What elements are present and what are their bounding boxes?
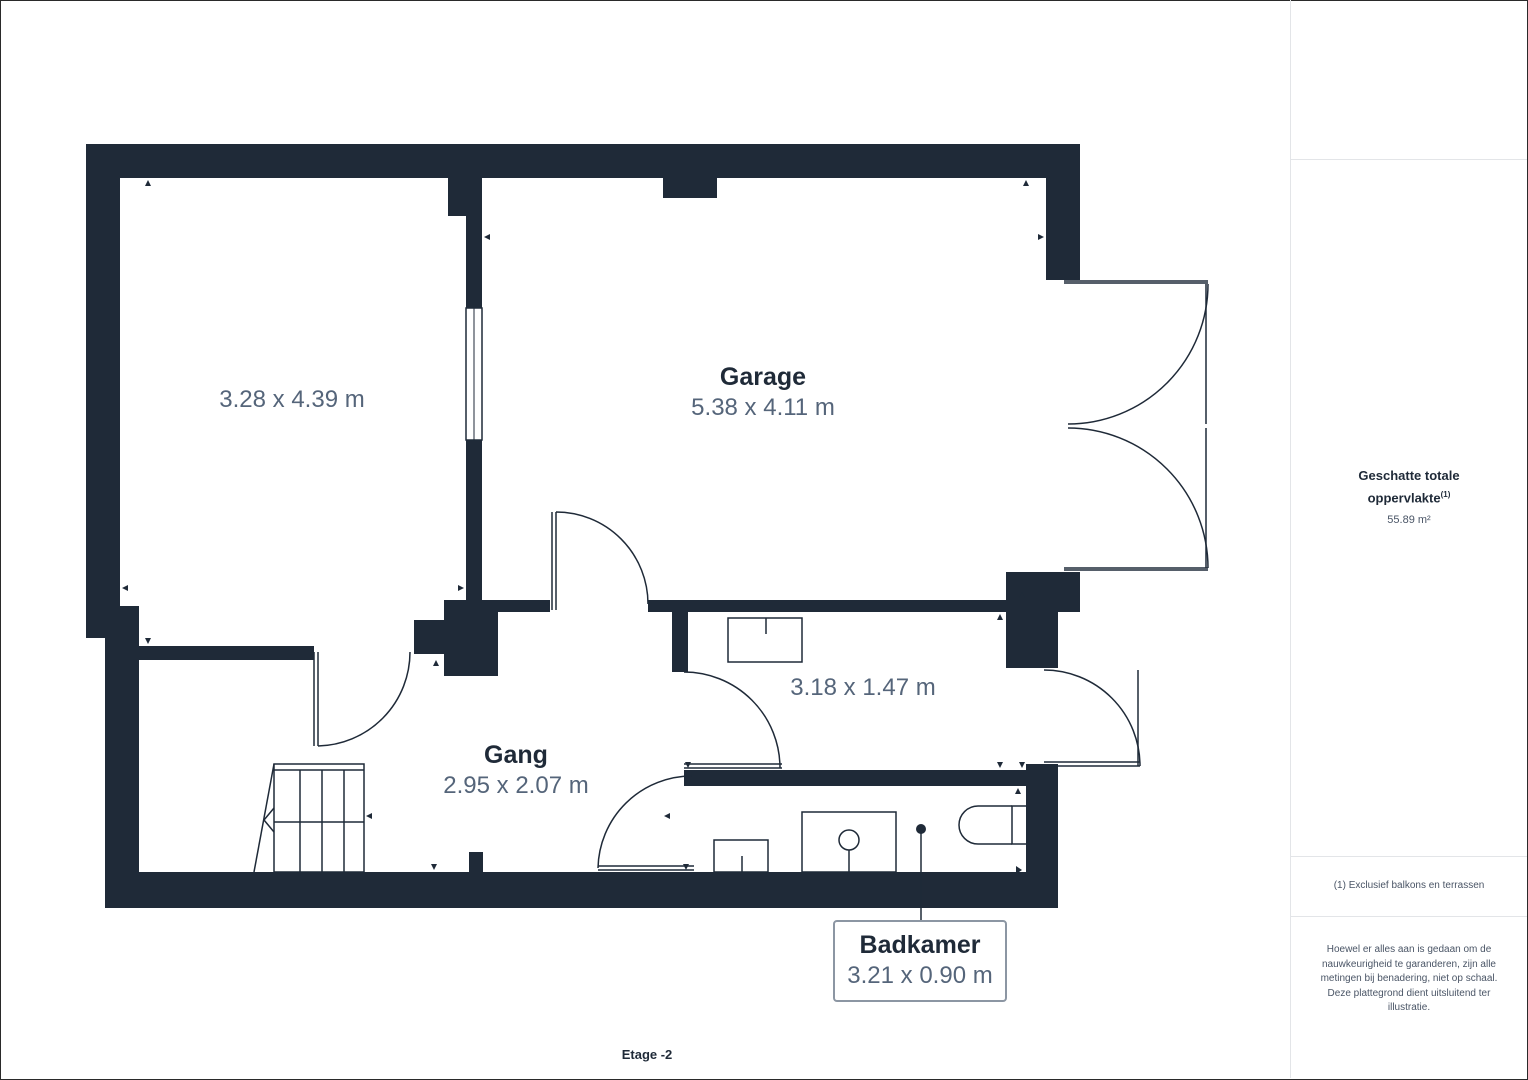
walls: [86, 144, 1080, 908]
stairs: [253, 763, 365, 873]
total-area-title-line1: Geschatte totale: [1358, 468, 1460, 483]
sidebar: Geschatte totale oppervlakte(1) 55.89 m²…: [1290, 0, 1527, 1078]
floor-label: Etage -2: [621, 1047, 673, 1062]
sidebar-divider-mid: [1291, 856, 1527, 857]
total-area-title-line2: oppervlakte: [1367, 490, 1441, 506]
doors: [313, 280, 1209, 871]
gang-dims: 2.95 x 2.07 m: [443, 772, 589, 799]
badkamer-callout: Badkamer 3.21 x 0.90 m: [833, 920, 1007, 1002]
total-area-value: 55.89 m²: [1387, 514, 1431, 526]
footnote: (1) Exclusief balkons en terrassen: [1333, 880, 1485, 891]
garage-dims: 5.38 x 4.11 m: [691, 394, 835, 421]
badkamer-pointer: [916, 824, 926, 920]
garage-name: Garage: [719, 363, 807, 391]
room-mid-dims: 3.18 x 1.47 m: [790, 674, 936, 701]
room-mid-label: 3.18 x 1.47 m: [790, 672, 935, 704]
fixtures: [713, 617, 1029, 873]
total-area-footnote-ref: (1): [1440, 490, 1451, 499]
badkamer-name: Badkamer: [859, 931, 981, 959]
floor-plan-drawing: [86, 144, 1209, 920]
room-left-dims: 3.28 x 4.39 m: [219, 386, 365, 413]
window: [465, 307, 483, 441]
disclaimer: Hoewel er alles aan is gedaan om de nauw…: [1320, 944, 1498, 1013]
total-area-title: Geschatte totale oppervlakte(1): [1291, 466, 1527, 507]
garage-label: Garage 5.38 x 4.11 m: [691, 362, 835, 424]
badkamer-dims: 3.21 x 0.90 m: [847, 962, 993, 989]
gang-name: Gang: [484, 741, 548, 769]
sidebar-divider-bottom: [1291, 916, 1527, 917]
floor-plan: 3.28 x 4.39 m Garage 5.38 x 4.11 m 3.18 …: [86, 144, 1209, 1062]
room-left-label: 3.28 x 4.39 m: [219, 384, 364, 416]
gang-label: Gang 2.95 x 2.07 m: [443, 740, 588, 802]
sidebar-divider-top: [1291, 159, 1527, 160]
measurement-markers: [122, 180, 1044, 874]
